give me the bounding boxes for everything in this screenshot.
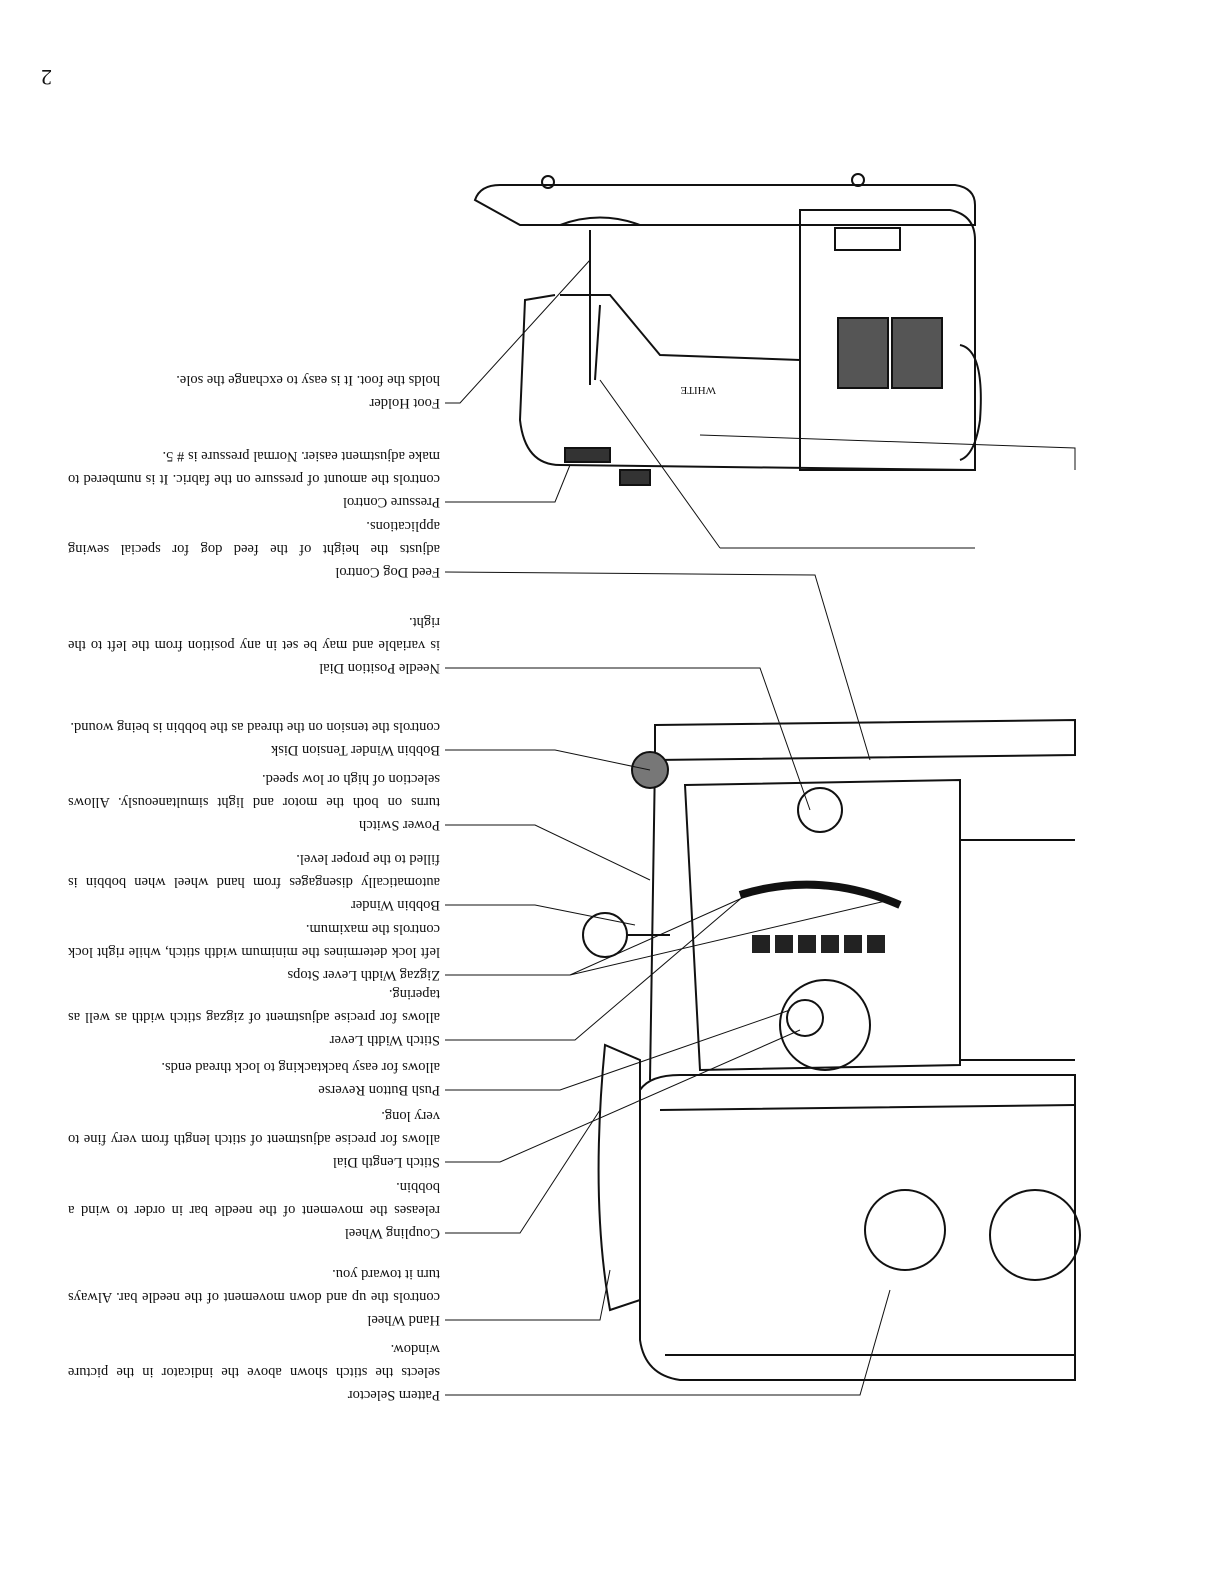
part-description: allows for precise adjustment of zigzag … (68, 986, 440, 1025)
part-description: allows for precise adjustment of stitch … (68, 1108, 440, 1147)
part-description: turns on both the motor and light simult… (68, 771, 440, 810)
part-description: selects the stitch shown above the indic… (68, 1341, 440, 1380)
part-zigzag-width-lever-stops: Zigzag Width Lever Stops left lock determ… (68, 917, 440, 986)
part-needle-position-dial: Needle Position Dial is variable and may … (68, 610, 440, 679)
part-label: Power Switch (359, 817, 440, 833)
part-push-button-reverse: Push Button Reverse allows for easy backt… (68, 1055, 440, 1101)
part-label: Zigzag Width Lever Stops (287, 967, 440, 983)
part-description: allows for easy backtacking to lock thre… (161, 1059, 440, 1075)
part-bobbin-winder-tension-disk: Bobbin Winder Tension Disk controls the t… (68, 715, 440, 761)
machine-top-view: WHITE (473, 173, 982, 486)
part-description: is variable and may be set in any positi… (68, 614, 440, 653)
part-label: Pattern Selector (347, 1387, 440, 1403)
part-label: Hand Wheel (367, 1312, 440, 1328)
part-stitch-length-dial: Stitch Length Dial allows for precise adj… (68, 1104, 440, 1173)
part-description: left lock determines the minimum width s… (68, 921, 440, 960)
leader-lines (444, 259, 1076, 1396)
part-label: Bobbin Winder Tension Disk (270, 742, 440, 758)
part-stitch-width-lever: Stitch Width Lever allows for precise adj… (68, 982, 440, 1051)
part-label: Push Button Reverse (318, 1082, 440, 1098)
part-coupling-wheel: Coupling Wheel releases the movement of t… (68, 1175, 440, 1244)
part-description: adjusts the height of the feed dog for s… (68, 518, 440, 557)
part-power-switch: Power Switch turns on both the motor and … (68, 767, 440, 836)
brand-logo: WHITE (680, 384, 716, 396)
part-label: Coupling Wheel (344, 1225, 440, 1241)
part-description: holds the foot. It is easy to exchange t… (176, 372, 440, 388)
part-bobbin-winder: Bobbin Winder automatically disengages fr… (68, 847, 440, 916)
part-label: Bobbin Winder (351, 897, 440, 913)
part-description: controls the amount of pressure on the f… (68, 448, 440, 487)
part-description: automatically disengages from hand wheel… (68, 851, 440, 890)
part-pattern-selector: Pattern Selector selects the stitch shown… (68, 1337, 440, 1406)
part-description: controls the up and down movement of the… (68, 1266, 440, 1305)
part-label: Stitch Width Lever (329, 1032, 440, 1048)
part-label: Feed Dog Control (335, 564, 440, 580)
part-description: controls the tension on the thread as th… (70, 719, 440, 735)
part-description: releases the movement of the needle bar … (68, 1179, 440, 1218)
part-label: Stitch Length Dial (332, 1154, 440, 1170)
part-hand-wheel: Hand Wheel controls the up and down movem… (68, 1262, 440, 1331)
part-feed-dog-control: Feed Dog Control adjusts the height of th… (68, 514, 440, 583)
part-pressure-control: Pressure Control controls the amount of p… (68, 444, 440, 513)
part-foot-holder: Foot Holder holds the foot. It is easy to… (68, 368, 440, 414)
page-number: 2 (41, 65, 52, 90)
part-label: Foot Holder (369, 395, 440, 411)
part-label: Pressure Control (342, 494, 440, 510)
part-label: Needle Position Dial (319, 660, 440, 676)
machine-front-view (582, 718, 1081, 1381)
stitch-width-scale (752, 935, 885, 953)
